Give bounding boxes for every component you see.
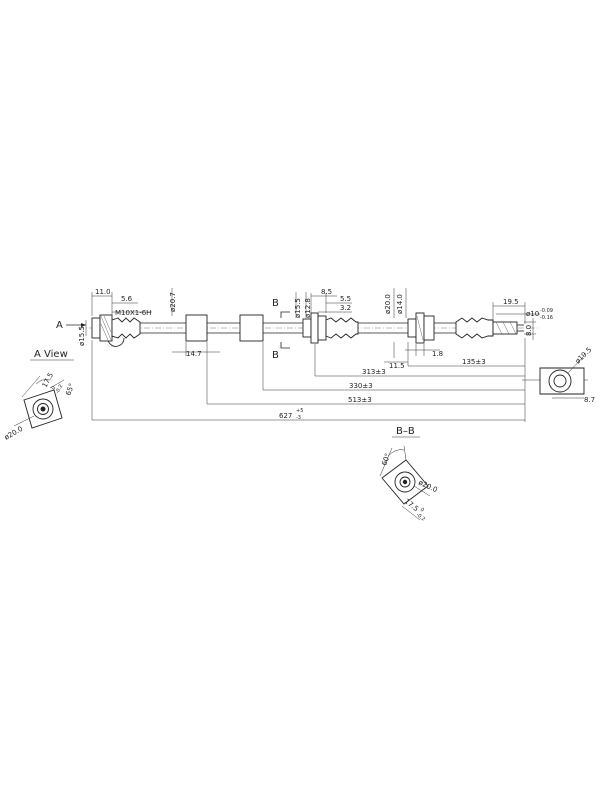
a-view-17-5-tol-upper: 0 bbox=[50, 385, 57, 391]
hose-assembly bbox=[78, 312, 540, 347]
dim-513: 513±3 bbox=[348, 396, 372, 404]
dim-14-7: 14.7 bbox=[186, 350, 202, 358]
dim-11-0: 11.0 bbox=[95, 288, 111, 296]
a-view-title: A View bbox=[34, 349, 68, 360]
dim-19-5: 19.5 bbox=[503, 298, 519, 306]
section-b-b-title: B–B bbox=[396, 426, 415, 437]
dim-8-5: 8.5 bbox=[321, 288, 332, 296]
dim-330: 330±3 bbox=[349, 382, 373, 390]
bottom-dimensions: 14.7 11.5 1.8 135±3 313±3 330±3 513±3 62… bbox=[91, 338, 526, 422]
middle-bracket-fitting bbox=[302, 312, 359, 344]
dim-dia-15-5-mid: ø15.5 bbox=[294, 298, 302, 318]
end-view-dia-19-5: ø19.5 bbox=[574, 346, 594, 366]
a-view-dia-20-0: ø20.0 bbox=[3, 425, 24, 442]
section-b-b-17-5: 17.5 bbox=[403, 497, 420, 513]
dim-dia-10-tol-upper: -0.09 bbox=[540, 308, 553, 314]
dim-dia-10: ø10 bbox=[526, 310, 539, 318]
right-end-view: ø19.5 8.7 bbox=[522, 346, 595, 404]
dim-5-5: 5.5 bbox=[340, 295, 351, 303]
dim-8-0: 8.0 bbox=[525, 325, 533, 336]
dim-627-tol-lower: -3 bbox=[296, 415, 301, 421]
dim-dia-12-8: ø12.8 bbox=[304, 298, 312, 318]
sleeve-2 bbox=[239, 314, 264, 342]
section-b-top-label: B bbox=[272, 298, 279, 309]
section-b-b-17-5-tol-upper: 0 bbox=[419, 507, 425, 514]
section-b-b: B–B 60° ø20.0 17.5 0 -0.2 bbox=[379, 426, 439, 523]
left-end-fitting bbox=[91, 314, 141, 347]
section-b-bottom-label: B bbox=[272, 350, 279, 361]
top-dimensions: 11.0 5.6 M10X1-6H ø15.5 ø20.7 ø15.5 ø12.… bbox=[78, 288, 553, 346]
right-end-fitting bbox=[455, 317, 524, 339]
dim-5-6: 5.6 bbox=[121, 295, 133, 303]
view-a-arrow-label: A bbox=[56, 320, 63, 331]
a-view-angle-65: 65° bbox=[64, 382, 76, 396]
right-bracket-fitting bbox=[407, 312, 435, 344]
section-b-b-angle-60: 60° bbox=[380, 452, 392, 466]
dim-313: 313±3 bbox=[362, 368, 386, 376]
dim-dia-15-5-left: ø15.5 bbox=[78, 326, 86, 346]
dim-dia-20-7: ø20.7 bbox=[169, 292, 177, 312]
dim-3-2: 3.2 bbox=[340, 304, 351, 312]
dim-11-5: 11.5 bbox=[389, 362, 405, 370]
a-view-17-5-tol-lower: -0.2 bbox=[54, 383, 64, 394]
section-b-b-17-5-tol-lower: -0.2 bbox=[415, 512, 426, 523]
a-view: A View 17.5 0 -0.2 65° ø20.0 bbox=[3, 349, 76, 442]
dim-627-tol-upper: +5 bbox=[296, 408, 303, 414]
dim-135: 135±3 bbox=[462, 358, 486, 366]
sleeve-1 bbox=[185, 314, 208, 342]
dim-dia-20-0-mid: ø20.0 bbox=[384, 294, 392, 314]
dim-627: 627 bbox=[279, 412, 292, 420]
thread-spec-label: M10X1-6H bbox=[115, 309, 151, 317]
dim-1-8: 1.8 bbox=[432, 350, 443, 358]
dim-dia-14-0: ø14.0 bbox=[396, 294, 404, 314]
end-view-8-7: 8.7 bbox=[584, 396, 595, 404]
view-markers: A B B bbox=[56, 298, 290, 361]
dim-dia-10-tol-lower: -0.16 bbox=[540, 315, 553, 321]
